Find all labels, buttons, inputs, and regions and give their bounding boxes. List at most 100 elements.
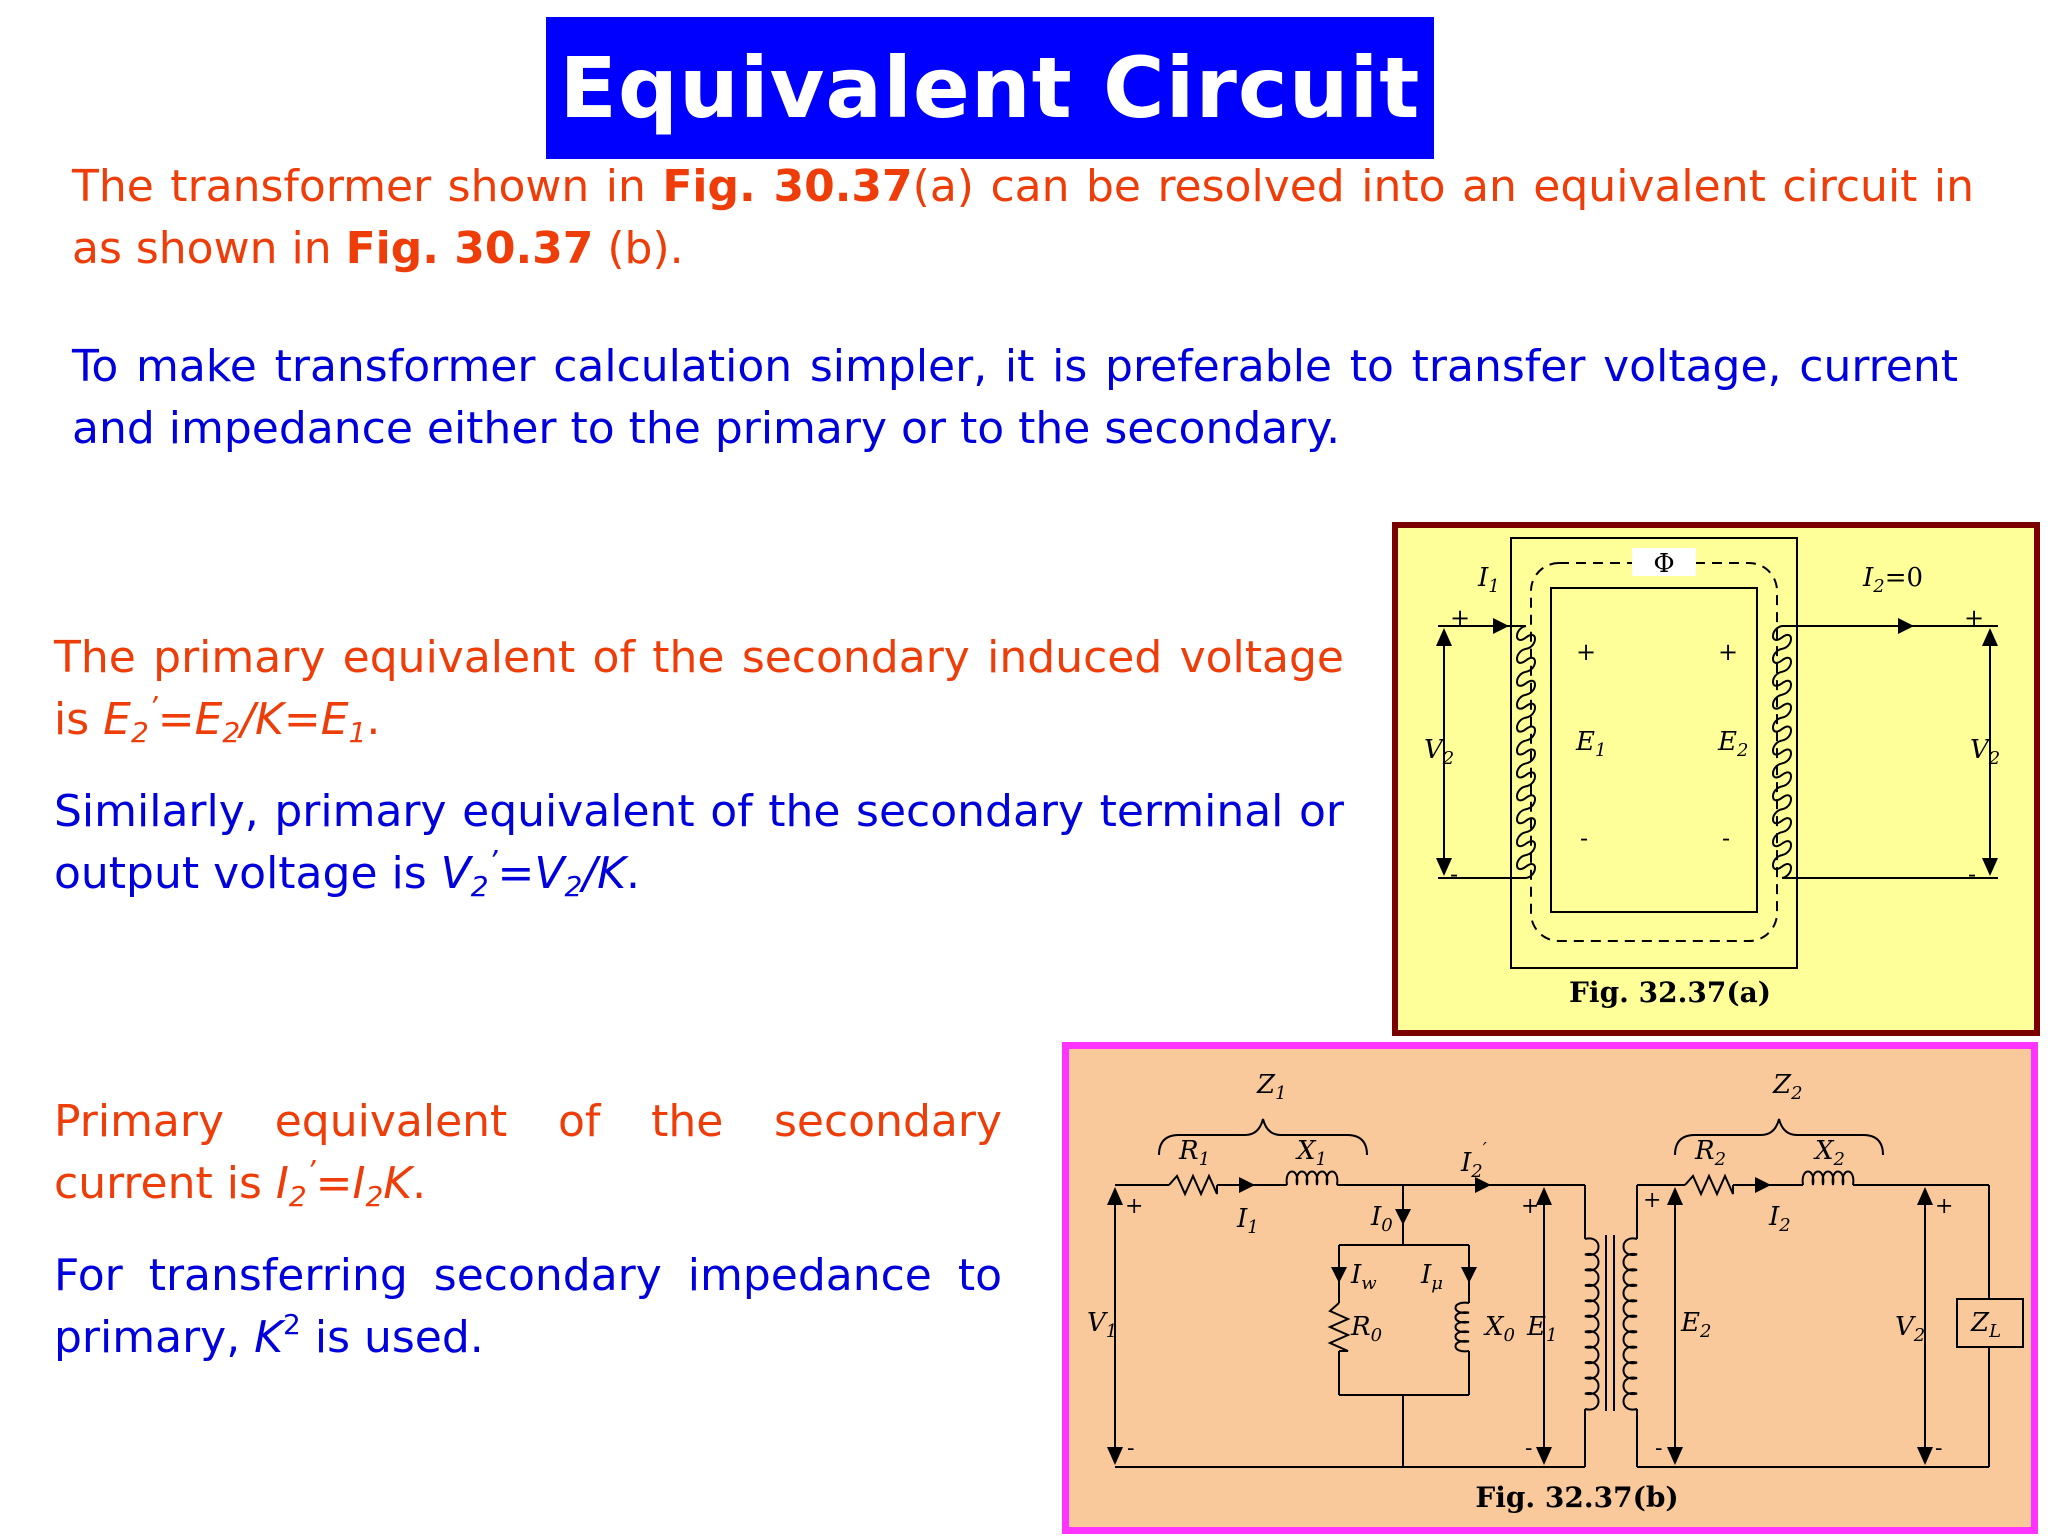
fig-ref-b: Fig. 30.37: [345, 223, 594, 274]
minus-e1: -: [1525, 1436, 1532, 1461]
label-x1: X1: [1295, 1136, 1327, 1170]
i1-arrow-icon: [1239, 1177, 1255, 1193]
purpose-paragraph: To make transformer calculation simpler,…: [72, 341, 1958, 454]
label-z1: Z1: [1256, 1070, 1287, 1104]
v2-right-arrow-down-icon: [1982, 858, 1998, 876]
fig-ref-a: Fig. 30.37: [662, 161, 913, 212]
minus-e2: -: [1655, 1436, 1662, 1461]
impedance-paragraph: For transferring secondary impedance to …: [54, 1250, 1002, 1363]
label-zl: ZL: [1970, 1308, 2001, 1342]
transformer-primary-coil: [1584, 1237, 1600, 1411]
i2prime-arrow-icon: [1475, 1177, 1491, 1193]
figure-a-caption: Fig. 32.37(a): [1569, 976, 1771, 1009]
terminal-voltage-text: Similarly, primary equivalent of the sec…: [54, 786, 1344, 899]
label-r1: R1: [1178, 1136, 1210, 1170]
terminal-voltage-paragraph: Similarly, primary equivalent of the sec…: [54, 786, 1344, 903]
title-banner: Equivalent Circuit: [546, 17, 1434, 159]
label-i2-prime: I2′: [1460, 1139, 1487, 1182]
plus-e1: +: [1521, 1194, 1539, 1219]
resistor-r1: [1168, 1173, 1218, 1197]
e2-arrow-down-icon: [1667, 1447, 1683, 1465]
brace-z1: [1158, 1118, 1368, 1156]
figure-b-diagram: Z1 Z2 R1 X1 R2 X2 I1 I2′ I2 I0 Iw Iμ R0 …: [1087, 1070, 2024, 1514]
core-inner: [1550, 587, 1758, 913]
i1-arrow-icon: [1493, 618, 1509, 634]
v1-arrow-up-icon: [1107, 1187, 1123, 1205]
resistor-r0: [1327, 1302, 1351, 1352]
label-e2: E2: [1717, 727, 1748, 761]
imu-arrow-icon: [1461, 1267, 1477, 1283]
current-paragraph: Primary equivalent of the secondary curr…: [54, 1096, 1002, 1213]
iw-arrow-icon: [1331, 1267, 1347, 1283]
formula-k: K: [254, 1312, 284, 1363]
induced-voltage-paragraph: The primary equivalent of the secondary …: [54, 632, 1344, 749]
label-x2: X2: [1813, 1136, 1845, 1170]
impedance-text: For transferring secondary impedance to …: [54, 1250, 1002, 1363]
flux-label: Φ: [1653, 549, 1674, 579]
resistor-r2: [1684, 1173, 1734, 1197]
minus-v1: -: [1127, 1436, 1134, 1461]
minus-e2: -: [1722, 824, 1730, 852]
inductor-x1: [1285, 1170, 1339, 1186]
plus-e1: +: [1576, 638, 1596, 666]
label-e1: E1: [1575, 727, 1606, 761]
e1-arrow-up-icon: [1536, 1187, 1552, 1205]
plus-v1: +: [1125, 1194, 1143, 1219]
label-imu: Iμ: [1420, 1260, 1443, 1294]
figure-a-transformer: Φ I1 I2=0 + - + - + + - - V2 E1 E2 V2: [1392, 522, 2040, 1036]
e1-arrow-down-icon: [1536, 1447, 1552, 1465]
intro-text-2: (a) can be resolved into an equivalent c…: [72, 161, 1975, 274]
minus-left: -: [1450, 860, 1458, 888]
label-x0: X0: [1483, 1312, 1515, 1346]
label-e2: E2: [1680, 1308, 1711, 1342]
minus-e1: -: [1580, 824, 1588, 852]
v2-right-arrow-up-icon: [1982, 628, 1998, 646]
label-v2: V2: [1895, 1312, 1925, 1346]
secondary-winding: [1772, 625, 1792, 879]
label-r2: R2: [1694, 1136, 1726, 1170]
label-i1: I1: [1477, 563, 1500, 597]
transformer-secondary-coil: [1622, 1237, 1638, 1411]
v2-arrow-down-icon: [1917, 1447, 1933, 1465]
label-i0: I0: [1370, 1202, 1393, 1236]
intro-text-1: The transformer shown in: [72, 161, 663, 212]
flux-label-bg: [1632, 548, 1696, 576]
brace-z2: [1674, 1118, 1884, 1156]
inductor-x0: [1454, 1301, 1470, 1353]
label-e1: E1: [1526, 1312, 1557, 1346]
figure-b-caption: Fig. 32.37(b): [1475, 1481, 1678, 1514]
label-r0: R0: [1350, 1312, 1382, 1346]
label-v2-right: V2: [1970, 735, 2000, 769]
label-i2-zero: I2=0: [1862, 563, 1923, 597]
intro-paragraph: The transformer shown in Fig. 30.37(a) c…: [72, 156, 1974, 280]
i0-arrow-icon: [1395, 1209, 1411, 1225]
formula-e2-prime: E2’=E2/K=E1: [103, 690, 367, 749]
inductor-x2: [1801, 1170, 1855, 1186]
i2-arrow-icon: [1755, 1177, 1771, 1193]
plus-e2: +: [1718, 638, 1738, 666]
slide-title: Equivalent Circuit: [559, 39, 1421, 137]
v2-left-arrow-up-icon: [1436, 628, 1452, 646]
minus-right: -: [1968, 860, 1976, 888]
label-iw: Iw: [1350, 1260, 1377, 1294]
formula-v2-prime: V2’=V2/K: [440, 844, 626, 903]
figure-a-diagram: Φ I1 I2=0 + - + - + + - - V2 E1 E2 V2: [1424, 537, 2000, 1009]
v2-arrow-up-icon: [1917, 1187, 1933, 1205]
formula-k-exponent: 2: [283, 1308, 301, 1341]
current-text: Primary equivalent of the secondary curr…: [54, 1096, 1002, 1209]
label-i2: I2: [1768, 1202, 1791, 1236]
figure-b-equivalent-circuit: Z1 Z2 R1 X1 R2 X2 I1 I2′ I2 I0 Iw Iμ R0 …: [1062, 1042, 2038, 1534]
label-v1: V1: [1087, 1308, 1117, 1342]
plus-e2: +: [1643, 1188, 1661, 1213]
induced-voltage-text: The primary equivalent of the secondary …: [54, 632, 1344, 745]
core-outer: [1510, 537, 1798, 969]
intro-text-3: (b).: [593, 223, 684, 274]
v2-left-arrow-down-icon: [1436, 858, 1452, 876]
e2-arrow-up-icon: [1667, 1187, 1683, 1205]
minus-v2: -: [1935, 1436, 1942, 1461]
formula-i2-prime: I2’=I2K: [275, 1154, 413, 1213]
plus-v2: +: [1935, 1194, 1953, 1219]
label-z2: Z2: [1772, 1070, 1803, 1104]
label-i1: I1: [1236, 1204, 1259, 1238]
plus-left: +: [1450, 604, 1470, 632]
